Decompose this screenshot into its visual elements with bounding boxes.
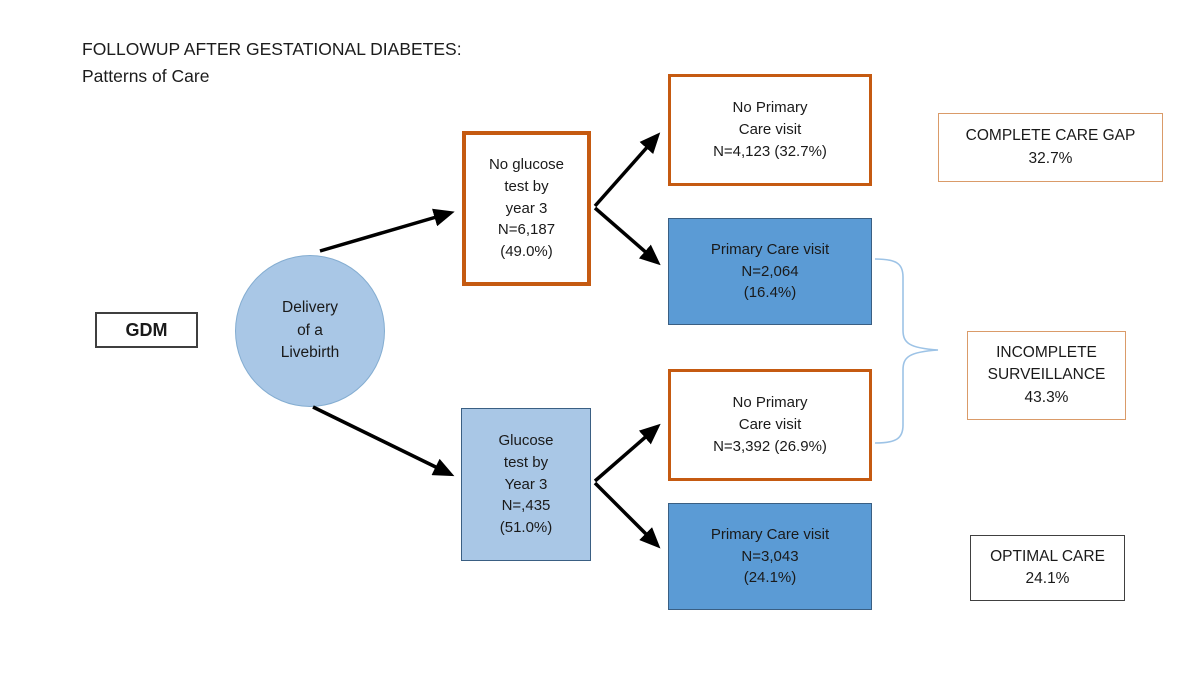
no-primary-care-visit-bottom-box: No Primary Care visit N=3,392 (26.9%) [668, 369, 872, 481]
page-title: FOLLOWUP AFTER GESTATIONAL DIABETES: Pat… [82, 39, 462, 87]
arrow-no-glucose-to-primary-care [593, 206, 661, 266]
arrow-delivery-to-no-glucose [319, 208, 455, 253]
no-glucose-test-box: No glucose test by year 3 N=6,187 (49.0%… [462, 131, 591, 286]
no-primary-care-visit-top-box: No Primary Care visit N=4,123 (32.7%) [668, 74, 872, 186]
gdm-box: GDM [95, 312, 198, 348]
glucose-test-box: Glucose test by Year 3 N=,435 (51.0%) [461, 408, 591, 561]
arrow-no-glucose-to-no-primary-care [593, 132, 661, 208]
incomplete-surveillance-brace [874, 258, 939, 444]
arrow-glucose-to-no-primary-care [593, 423, 661, 483]
primary-care-visit-top-box: Primary Care visit N=2,064 (16.4%) [668, 218, 872, 325]
arrow-glucose-to-primary-care [593, 481, 661, 549]
incomplete-surveillance-box: INCOMPLETE SURVEILLANCE 43.3% [967, 331, 1126, 420]
delivery-of-livebirth-circle: Delivery of a Livebirth [235, 255, 385, 407]
complete-care-gap-box: COMPLETE CARE GAP 32.7% [938, 113, 1163, 182]
arrow-delivery-to-glucose [312, 405, 455, 477]
primary-care-visit-bottom-box: Primary Care visit N=3,043 (24.1%) [668, 503, 872, 610]
optimal-care-box: OPTIMAL CARE 24.1% [970, 535, 1125, 601]
